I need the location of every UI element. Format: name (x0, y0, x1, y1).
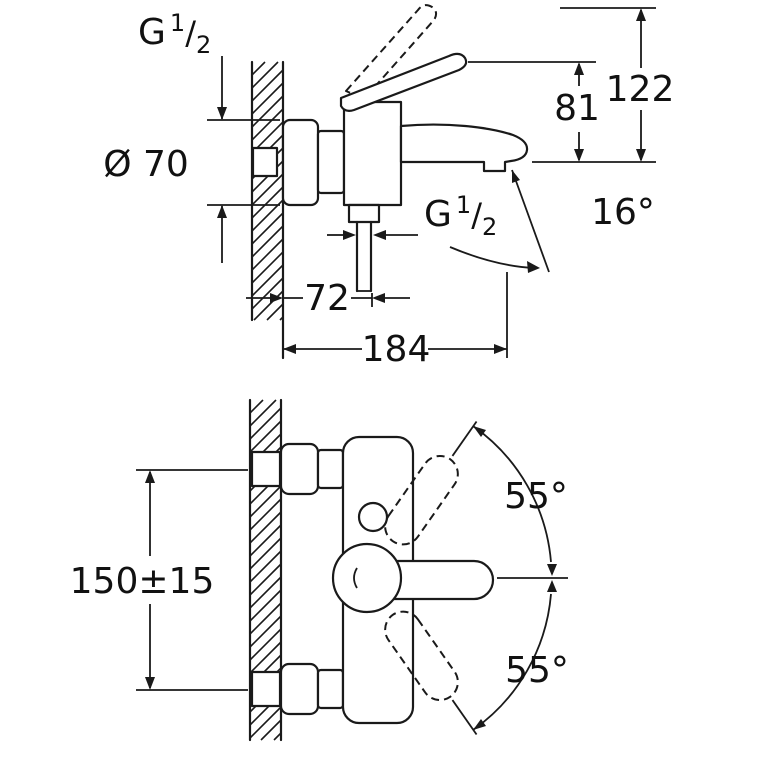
lever-swing-lower-label: 55° (505, 650, 569, 691)
inlet-union-lower (250, 670, 282, 708)
outlet-nut (347, 203, 381, 224)
flange-diameter-label: Ø 70 (103, 144, 189, 185)
inlet-union-upper (250, 450, 282, 488)
lever-handle-plan (380, 559, 495, 601)
inlet-spacing-label: 150±15 (70, 561, 215, 602)
dim-spout-angle: 16° (449, 169, 655, 273)
spout-reach-label: 184 (362, 329, 431, 370)
dim-inlet-spacing: 150±15 (70, 469, 248, 691)
s-union-nut (316, 129, 346, 195)
union-nut-upper (316, 448, 345, 490)
dim-spout-reach: 184 (283, 272, 508, 370)
lever-swung-down-dashed (384, 610, 478, 735)
dim-flange-diameter: Ø 70 (103, 56, 280, 263)
overall-height-label: 122 (606, 69, 675, 110)
spout-height-label: 81 (554, 88, 600, 129)
spout (399, 123, 529, 173)
dim-overall-height: 122 (532, 7, 675, 163)
escutcheon-lower (279, 662, 320, 716)
dim-wall-to-outlet: 72 (246, 278, 410, 319)
lever-handle (339, 52, 468, 112)
cartridge-circle (331, 542, 403, 614)
lever-swing-upper-label: 55° (504, 476, 568, 517)
lever-swung-up-dashed (384, 421, 478, 546)
plan-view: 55° 55° 150±15 (70, 398, 569, 742)
dim-spout-height: 81 (468, 61, 600, 162)
wall-to-outlet-label: 72 (304, 278, 350, 319)
escutcheon-flange (281, 118, 320, 207)
dim-lever-swing: 55° 55° (472, 425, 569, 731)
spout-angle-label: 16° (591, 192, 655, 233)
concealed-union (251, 146, 279, 178)
mixer-body (342, 100, 403, 207)
lever-handle-raised-dashed (345, 4, 438, 100)
union-nut-lower (316, 668, 345, 710)
wall-hatching-side (251, 61, 284, 321)
diverter-button (357, 501, 389, 533)
escutcheon-upper (279, 442, 320, 496)
cartridge-detail-arc (353, 567, 358, 589)
